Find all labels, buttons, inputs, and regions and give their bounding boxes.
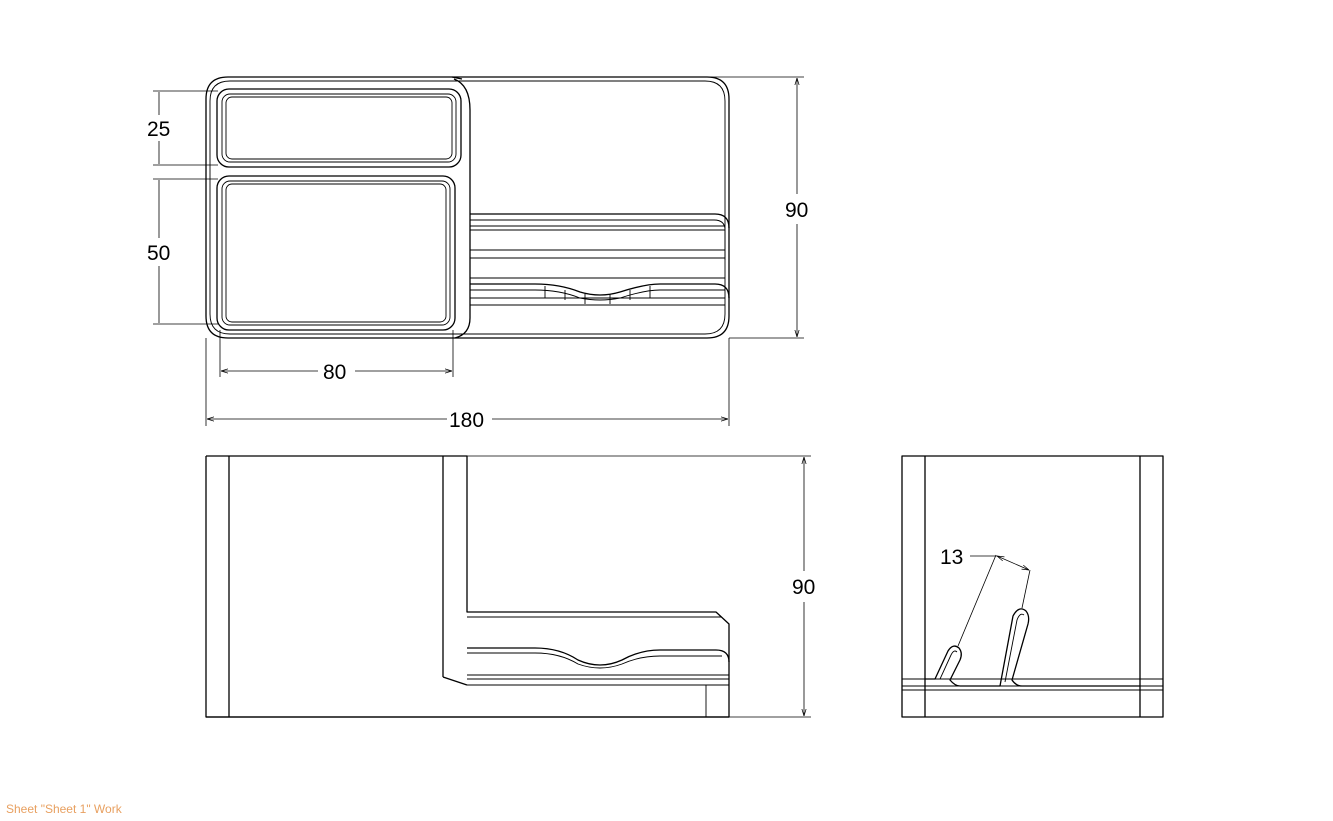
dimension-front-height: 90	[467, 455, 815, 718]
dimension-large-pocket: 50	[147, 178, 218, 325]
sheet-label: Sheet "Sheet 1" Work	[6, 802, 122, 816]
dimension-overall-width-text: 180	[449, 409, 484, 432]
front-view	[205, 455, 730, 718]
dimension-pocket-width-text: 80	[323, 361, 346, 384]
dimension-front-height-text: 90	[792, 576, 815, 599]
dimension-overall-width: 180	[205, 338, 730, 432]
dimension-overall-depth: 90	[707, 76, 808, 339]
dimension-small-pocket: 25	[147, 90, 218, 166]
dimension-slot-spacing-text: 13	[940, 546, 963, 569]
dimension-overall-depth-text: 90	[785, 199, 808, 222]
top-view	[205, 76, 730, 339]
dimension-small-pocket-text: 25	[147, 118, 170, 141]
dimension-large-pocket-text: 50	[147, 242, 170, 265]
dimension-pocket-width: 80	[219, 330, 454, 384]
side-view	[901, 455, 1164, 718]
dimension-slot-spacing: 13	[940, 546, 1031, 647]
